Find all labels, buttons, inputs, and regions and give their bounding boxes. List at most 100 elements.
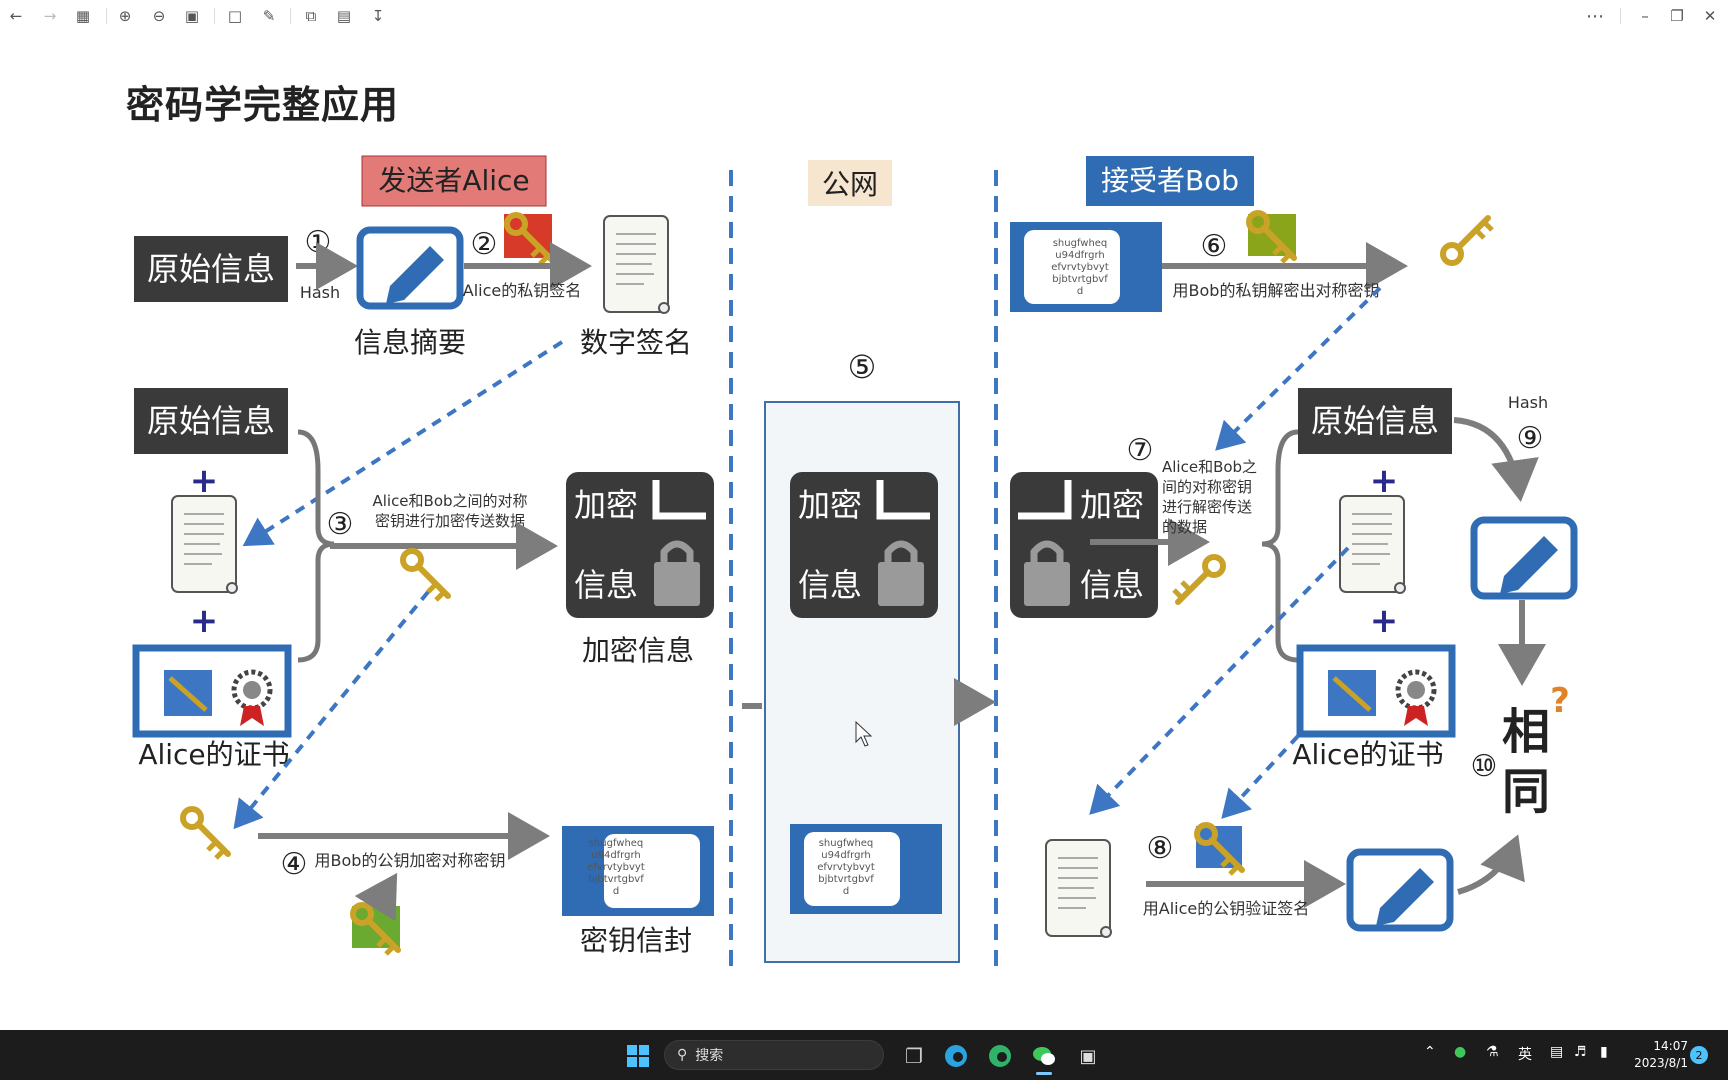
envelope-text-2-l3: efvrvtybvyt: [817, 862, 875, 873]
envelope-text-3-l4: bjbtvrtgbvf: [1052, 274, 1108, 285]
alice-private-sign: Alice的私钥签名: [463, 281, 581, 300]
mouse-cursor-icon: [855, 720, 873, 747]
crypto-diagram: 发送者Alice 公网 接受者Bob 原始信息 ① Hash 信息摘要 ② Al…: [0, 155, 1728, 972]
bundle-scroll-icon: [171, 495, 238, 594]
question-mark: ?: [1550, 681, 1570, 721]
original-info-2: 原始信息: [147, 402, 275, 440]
windows-start-icon[interactable]: [624, 1042, 652, 1070]
hash-label-2: Hash: [1508, 393, 1548, 412]
forward-icon[interactable]: →: [43, 7, 57, 25]
decrypt-note-1: Alice和Bob之: [1162, 458, 1257, 476]
taskbar-search[interactable]: ⚲ 搜索: [664, 1040, 884, 1070]
step-10: ⑩: [1471, 749, 1498, 784]
wechat-icon[interactable]: [1030, 1042, 1058, 1070]
tray-expand-icon[interactable]: ⌃: [1424, 1044, 1436, 1060]
alice-cert-icon-2: [1300, 648, 1452, 734]
microphone-icon[interactable]: ⚗: [1486, 1044, 1499, 1060]
public-net-label: 公网: [822, 168, 878, 201]
original-info-1: 原始信息: [147, 250, 275, 288]
bob-public-encrypt: 用Bob的公钥加密对称密钥: [315, 851, 506, 870]
encrypted-bottom-1: 信息: [574, 566, 638, 604]
task-view-icon[interactable]: ❐: [905, 1044, 923, 1068]
envelope-text-3-l2: u94dfrgrh: [1055, 250, 1105, 261]
encrypted-top-2: 加密: [798, 486, 862, 524]
crop-icon[interactable]: ⧉: [305, 7, 317, 25]
digest-pencil-icon-3: [1350, 852, 1450, 928]
dashed-key-to-decrypt: [1215, 286, 1382, 451]
search-icon: ⚲: [677, 1047, 688, 1063]
edge-dev-icon[interactable]: [986, 1042, 1014, 1070]
ocr-icon[interactable]: ▤: [336, 7, 352, 25]
notification-badge[interactable]: 2: [1690, 1046, 1708, 1064]
envelope-text-2-l1: shugfwheq: [819, 838, 874, 849]
arrow-hash-2: [1453, 417, 1539, 502]
step-8: ⑧: [1147, 831, 1174, 866]
zoom-out-icon[interactable]: ⊖: [152, 7, 166, 25]
receiver-brace: [1261, 429, 1299, 663]
hash-label-1: Hash: [300, 283, 340, 302]
encrypted-info-label: 加密信息: [582, 634, 694, 667]
encrypted-top-3: 加密: [1080, 486, 1144, 524]
fit-icon[interactable]: ▣: [184, 7, 200, 25]
symmetric-note-1: Alice和Bob之间的对称: [372, 492, 527, 510]
edge-icon[interactable]: [942, 1042, 970, 1070]
search-placeholder: 搜索: [695, 1048, 724, 1064]
battery-icon[interactable]: ▮: [1600, 1044, 1608, 1060]
digital-signature-label: 数字签名: [580, 326, 692, 359]
decrypt-note-2: 间的对称密钥: [1162, 478, 1252, 496]
bundle-brace: [297, 429, 335, 663]
minimize-icon[interactable]: –: [1641, 7, 1649, 25]
save-icon[interactable]: ↧: [371, 7, 385, 25]
volume-icon[interactable]: ♬: [1574, 1044, 1587, 1060]
plus-3: +: [1370, 461, 1399, 501]
zoom-in-icon[interactable]: ⊕: [118, 7, 132, 25]
plus-2: +: [190, 601, 219, 641]
envelope-text-3-l3: efvrvtybvyt: [1051, 262, 1109, 273]
encrypted-bottom-3: 信息: [1080, 566, 1144, 604]
more-icon[interactable]: ⋯: [1586, 5, 1604, 27]
dashed-signature-to-bundle: [242, 340, 564, 547]
sender-label-box: [361, 155, 547, 207]
same-label-1: 相: [1502, 704, 1550, 760]
plus-1: +: [190, 461, 219, 501]
tray-wechat-icon[interactable]: ●: [1454, 1044, 1467, 1060]
rotate-icon[interactable]: □: [227, 7, 243, 25]
digest-label: 信息摘要: [354, 326, 466, 359]
envelope-text-1-l4: bjbtvrtgbvf: [588, 874, 644, 885]
alice-cert-label-2: Alice的证书: [1292, 738, 1443, 771]
dashed-cert-to-key: [1221, 734, 1300, 819]
step-3: ③: [327, 507, 354, 542]
received-signature-scroll-icon: [1045, 839, 1112, 938]
alice-cert-icon-1: [136, 648, 288, 734]
ime-indicator[interactable]: 英: [1518, 1047, 1532, 1063]
key-envelope-label: 密钥信封: [580, 924, 692, 957]
restore-icon[interactable]: ❐: [1670, 7, 1684, 25]
step-7: ⑦: [1127, 433, 1154, 468]
original-info-3: 原始信息: [1311, 402, 1439, 440]
receiver-label: 接受者Bob: [1101, 164, 1239, 197]
app-window-icon[interactable]: ▣: [1079, 1045, 1097, 1067]
original-info-box-3: [1298, 388, 1452, 454]
bob-private-decrypt: 用Bob的私钥解密出对称密钥: [1173, 281, 1380, 300]
dashed-scroll-to-verify: [1089, 546, 1350, 815]
grid-icon[interactable]: ▦: [75, 7, 91, 25]
symmetric-note-2: 密钥进行加密传送数据: [375, 512, 525, 530]
step-6: ⑥: [1201, 229, 1228, 264]
close-icon[interactable]: ✕: [1703, 7, 1717, 25]
arrow-green-key: [354, 872, 398, 922]
step-2: ②: [471, 227, 498, 262]
step-1: ①: [305, 225, 332, 260]
envelope-text-1-l2: u94dfrgrh: [591, 850, 641, 861]
receiver-label-box: [1086, 156, 1254, 206]
network-icon[interactable]: ▤: [1550, 1044, 1564, 1060]
signature-scroll-icon: [603, 215, 670, 314]
clock-date: 2023/8/1: [1634, 1056, 1688, 1070]
clock-time: 14:07: [1653, 1039, 1688, 1053]
symmetric-key-icon-2: [183, 809, 228, 858]
back-icon[interactable]: ←: [9, 7, 23, 25]
original-info-box-1: [134, 236, 288, 302]
symmetric-key-icon-3: [1174, 557, 1223, 602]
public-net-label-box: [808, 160, 892, 206]
edit-icon[interactable]: ✎: [262, 7, 276, 25]
clock[interactable]: 14:07 2023/8/1: [1634, 1038, 1688, 1072]
